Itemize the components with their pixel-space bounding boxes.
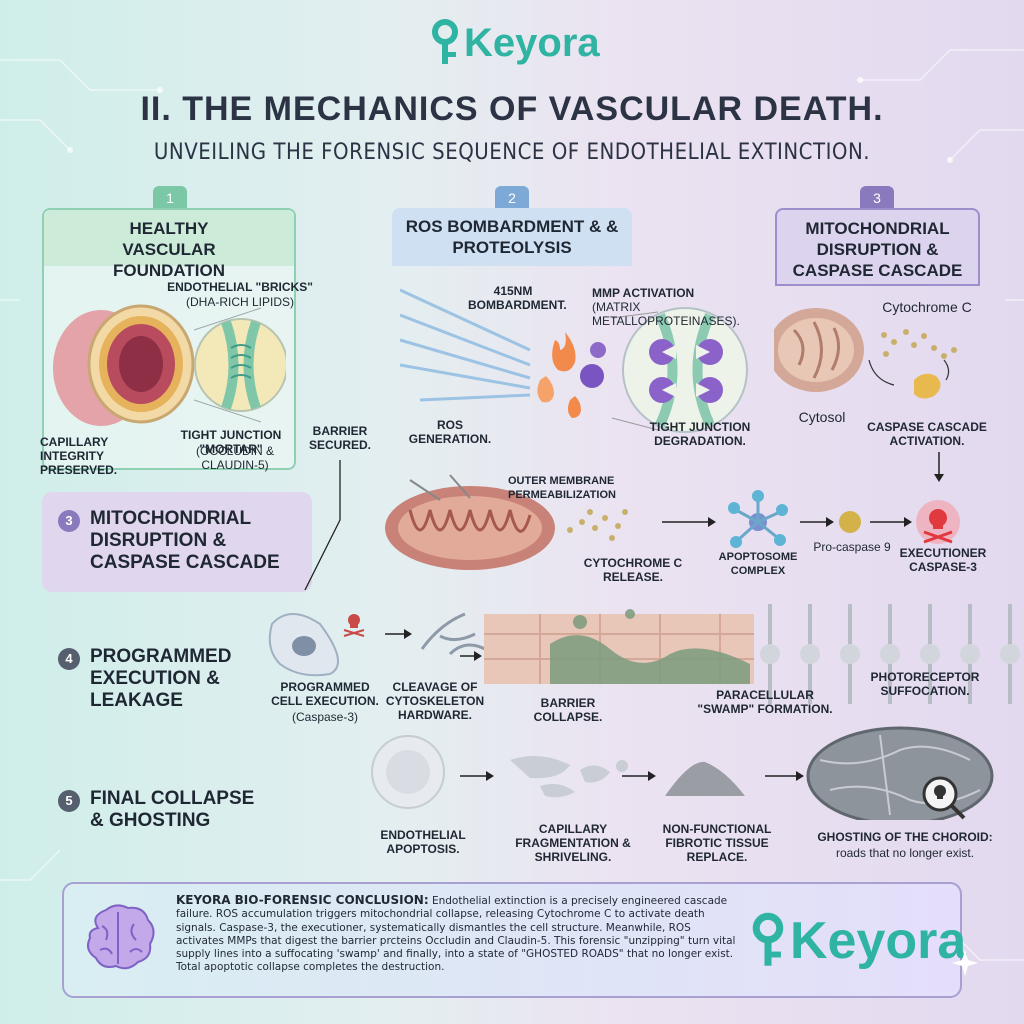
panel1-title: HEALTHY VASCULAR FOUNDATION [44, 210, 294, 280]
panel2-number: 2 [495, 186, 529, 210]
conclusion-logo: Keyora [748, 910, 966, 972]
panel2-tight-label: TIGHT JUNCTION DEGRADATION. [649, 420, 751, 448]
key-icon [752, 912, 784, 966]
conclusion-heading: KEYORA BIO-FORENSIC CONCLUSION: [176, 893, 429, 907]
panel2-mmp-label: MMP ACTIVATION [592, 286, 695, 300]
sparkle-icon [952, 950, 978, 976]
row5-ghost-sub: roads that no longer exist. [835, 846, 975, 860]
panel2-mmp-sub: (MATRIX METALLOPROTEINASES). [592, 300, 740, 328]
page-title: II. THE MECHANICS OF VASCULAR DEATH. [140, 90, 884, 128]
row4-programmed-sub: (Caspase-3) [291, 710, 359, 724]
skull-icon [923, 509, 953, 544]
row5-illustration [371, 726, 994, 820]
row3-pathway [304, 460, 960, 590]
row3-box [42, 492, 312, 592]
row5-number: 5 [58, 790, 80, 812]
row5-ghost-label: GHOSTING OF THE CHOROID: [817, 830, 993, 844]
panel2-ros-label: ROS GENERATION. [408, 418, 492, 446]
row5-apoptosis-label: ENDOTHELIAL APOPTOSIS. [380, 828, 466, 856]
flame-icon [537, 332, 581, 418]
row3-number: 3 [58, 510, 80, 532]
row3-executioner-label: EXECUTIONER CASPASE-3 [899, 546, 987, 574]
panel1-mortar-label: TIGHT JUNCTION "MORTAR" [180, 428, 282, 456]
row4-number: 4 [58, 648, 80, 670]
row4-illustration [268, 604, 1020, 704]
ros-illustration [400, 288, 748, 433]
brand-name: Keyora [464, 20, 600, 65]
row4-photo-label: PHOTORECEPTOR SUFFOCATION. [870, 670, 980, 698]
skull-icon [934, 785, 946, 799]
panel1-mortar-sub: (OCCLUDIN & CLAUDIN-5) [195, 444, 274, 472]
row4-barrier-label: BARRIER COLLAPSE. [533, 696, 603, 724]
panel1-bricks-label: ENDOTHELIAL "BRICKS" [167, 280, 313, 294]
panel3-cytosol-label: Cytosol [798, 409, 846, 425]
capillary-illustration [53, 304, 286, 426]
panel1-number: 1 [153, 186, 187, 210]
skull-icon [343, 614, 365, 637]
row3-procaspase-label: Pro-caspase 9 [813, 540, 891, 554]
row3-apoptosome-label: APOPTOSOME COMPLEX [718, 551, 798, 577]
panel3-number: 3 [860, 186, 894, 210]
key-icon [432, 19, 458, 64]
brain-icon [87, 904, 155, 970]
panel3-title: MITOCHONDRIAL DISRUPTION & CASPASE CASCA… [775, 208, 980, 286]
row5-fragment-label: CAPILLARY FRAGMENTATION & SHRIVELING. [515, 822, 631, 864]
panel1-integrity-label: CAPILLARY INTEGRITY PRESERVED. [40, 435, 118, 477]
row4-swamp-label: PARACELLULAR "SWAMP" FORMATION. [697, 688, 833, 716]
panel1-barrier-label: BARRIER SECURED. [308, 424, 371, 452]
row4-cleavage-label: CLEAVAGE OF CYTOSKELETON HARDWARE. [385, 680, 485, 722]
conclusion-brand-name: Keyora [790, 912, 967, 970]
conclusion-body: Endothelial extinction is a precisely en… [176, 895, 736, 974]
panel1-bricks-sub: (DHA-RICH LIPIDS) [185, 295, 294, 309]
mitochondria-illustration [774, 308, 957, 399]
brand-logo: Keyora [428, 18, 600, 68]
row3-outer-label: OUTER MEMBRANE PERMEABILIZATION [508, 475, 616, 501]
panel3-cytochrome-label: Cytochrome C [882, 299, 972, 315]
row4-title: PROGRAMMED EXECUTION & LEAKAGE [90, 646, 232, 711]
arrow-down-icon [934, 452, 944, 482]
row5-fibrotic-label: NON-FUNCTIONAL FIBROTIC TISSUE REPLACE. [662, 822, 772, 864]
row4-programmed-label: PROGRAMMED CELL EXECUTION. [271, 680, 379, 708]
row5-title: FINAL COLLAPSE & GHOSTING [90, 788, 255, 831]
panel2-bombard-label: 415NM BOMBARDMENT. [468, 284, 567, 312]
panel3-caspase-label: CASPASE CASCADE ACTIVATION. [867, 420, 987, 448]
page-subtitle: UNVEILING THE FORENSIC SEQUENCE OF ENDOT… [153, 140, 871, 165]
row3-title: MITOCHONDRIAL DISRUPTION & CASPASE CASCA… [90, 508, 280, 573]
conclusion-text-block: KEYORA BIO-FORENSIC CONCLUSION: Endothel… [176, 893, 736, 975]
conclusion-box [62, 882, 962, 998]
panel2-title: ROS BOMBARDMENT & & PROTEOLYSIS [392, 208, 632, 266]
row3-release-label: CYTOCHROME C RELEASE. [583, 556, 683, 584]
apoptosome-icon [728, 490, 788, 548]
